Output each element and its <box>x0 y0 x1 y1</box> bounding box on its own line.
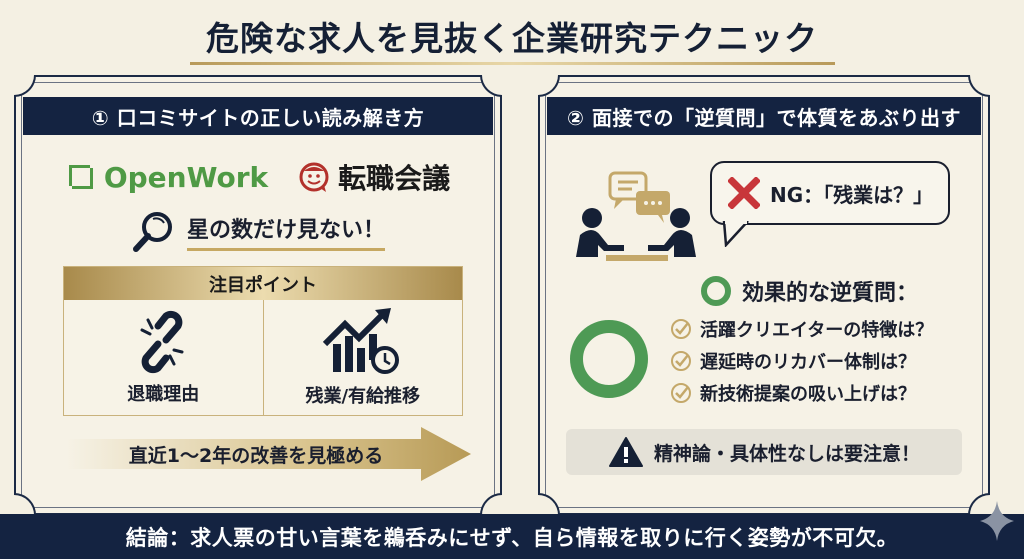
title-divider <box>190 62 835 65</box>
reverse-question-panel: ② 面接での「逆質問」で体質をあぶり出す NG：「残業は？」 効果的な逆質問： <box>538 75 990 515</box>
openwork-logo: OpenWork <box>66 161 268 194</box>
point-resignation-reasons: 退職理由 <box>64 300 263 416</box>
speech-tail-icon <box>722 221 749 247</box>
question-text: 新技術提案の吸い上げは？ <box>700 384 916 405</box>
warning-triangle-icon <box>608 437 643 467</box>
warning-box: 精神論・具体性なしは要注意！ <box>566 429 962 475</box>
openwork-name: OpenWork <box>103 160 269 194</box>
review-site-logos: OpenWork 転職会議 <box>16 157 500 197</box>
check-circle-icon <box>671 319 691 339</box>
large-ok-circle-icon <box>570 320 648 398</box>
question-text: 活躍クリエイターの特徴は？ <box>700 320 934 341</box>
ng-question-bubble: NG：「残業は？」 <box>710 161 950 225</box>
focus-points-header: 注目ポイント <box>64 267 462 300</box>
check-circle-icon <box>671 383 691 403</box>
warning-text: 精神論・具体性なしは要注意！ <box>653 442 920 465</box>
broken-link-icon <box>140 310 184 374</box>
rising-chart-clock-icon <box>322 308 399 374</box>
panel-header: ② 面接での「逆質問」で体質をあぶり出す <box>547 97 981 135</box>
page-title: 危険な求人を見抜く企業研究テクニック <box>206 19 818 58</box>
review-site-panel: ① 口コミサイトの正しい読み解き方 OpenWork 転職会議 <box>14 75 502 515</box>
star-note: 星の数だけ見ない！ <box>16 209 500 253</box>
ng-label: NG：「残業は？」 <box>770 182 934 207</box>
smiley-face-icon <box>299 162 329 192</box>
red-cross-icon <box>728 177 760 209</box>
inner-frame <box>21 82 495 508</box>
list-item: 活躍クリエイターの特徴は？ <box>670 313 933 345</box>
tenshoku-kaigi-name: 転職会議 <box>338 162 451 195</box>
sparkle-icon <box>980 501 1014 541</box>
panel-header: ① 口コミサイトの正しい読み解き方 <box>23 97 493 135</box>
point-overtime-leave-trend: 残業/有給推移 <box>262 300 463 416</box>
openwork-mark-icon <box>68 165 93 189</box>
interview-meeting-icon <box>576 171 696 261</box>
inner-frame <box>545 82 983 508</box>
question-text: 遅延時のリカバー体制は？ <box>700 352 916 373</box>
point-label: 退職理由 <box>127 384 200 405</box>
tenshoku-kaigi-logo: 転職会議 <box>298 157 450 197</box>
question-list: 活躍クリエイターの特徴は？ 遅延時のリカバー体制は？ 新技術提案の吸い上げは？ <box>670 313 933 409</box>
list-item: 遅延時のリカバー体制は？ <box>670 345 933 377</box>
improvement-arrow: 直近1〜2年の改善を見極める <box>66 427 471 481</box>
conclusion-banner: 結論：求人票の甘い言葉を鵜呑みにせず、自ら情報を取りに行く姿勢が不可欠。 <box>0 514 1024 559</box>
focus-points-box: 注目ポイント 退職理由 <box>63 266 463 416</box>
arrow-label: 直近1〜2年の改善を見極める <box>128 444 384 467</box>
conclusion-text: 結論：求人票の甘い言葉を鵜呑みにせず、自ら情報を取りに行く姿勢が不可欠。 <box>125 525 899 550</box>
arrow-shape-icon <box>66 427 471 481</box>
magnifier-icon <box>132 212 172 252</box>
effective-header-text: 効果的な逆質問： <box>742 281 919 306</box>
point-label: 残業/有給推移 <box>305 386 421 407</box>
green-circle-icon <box>701 276 731 306</box>
star-note-text: 星の数だけ見ない！ <box>186 212 385 251</box>
effective-questions-header: 効果的な逆質問： <box>700 275 918 307</box>
list-item: 新技術提案の吸い上げは？ <box>670 377 933 409</box>
check-circle-icon <box>671 351 691 371</box>
